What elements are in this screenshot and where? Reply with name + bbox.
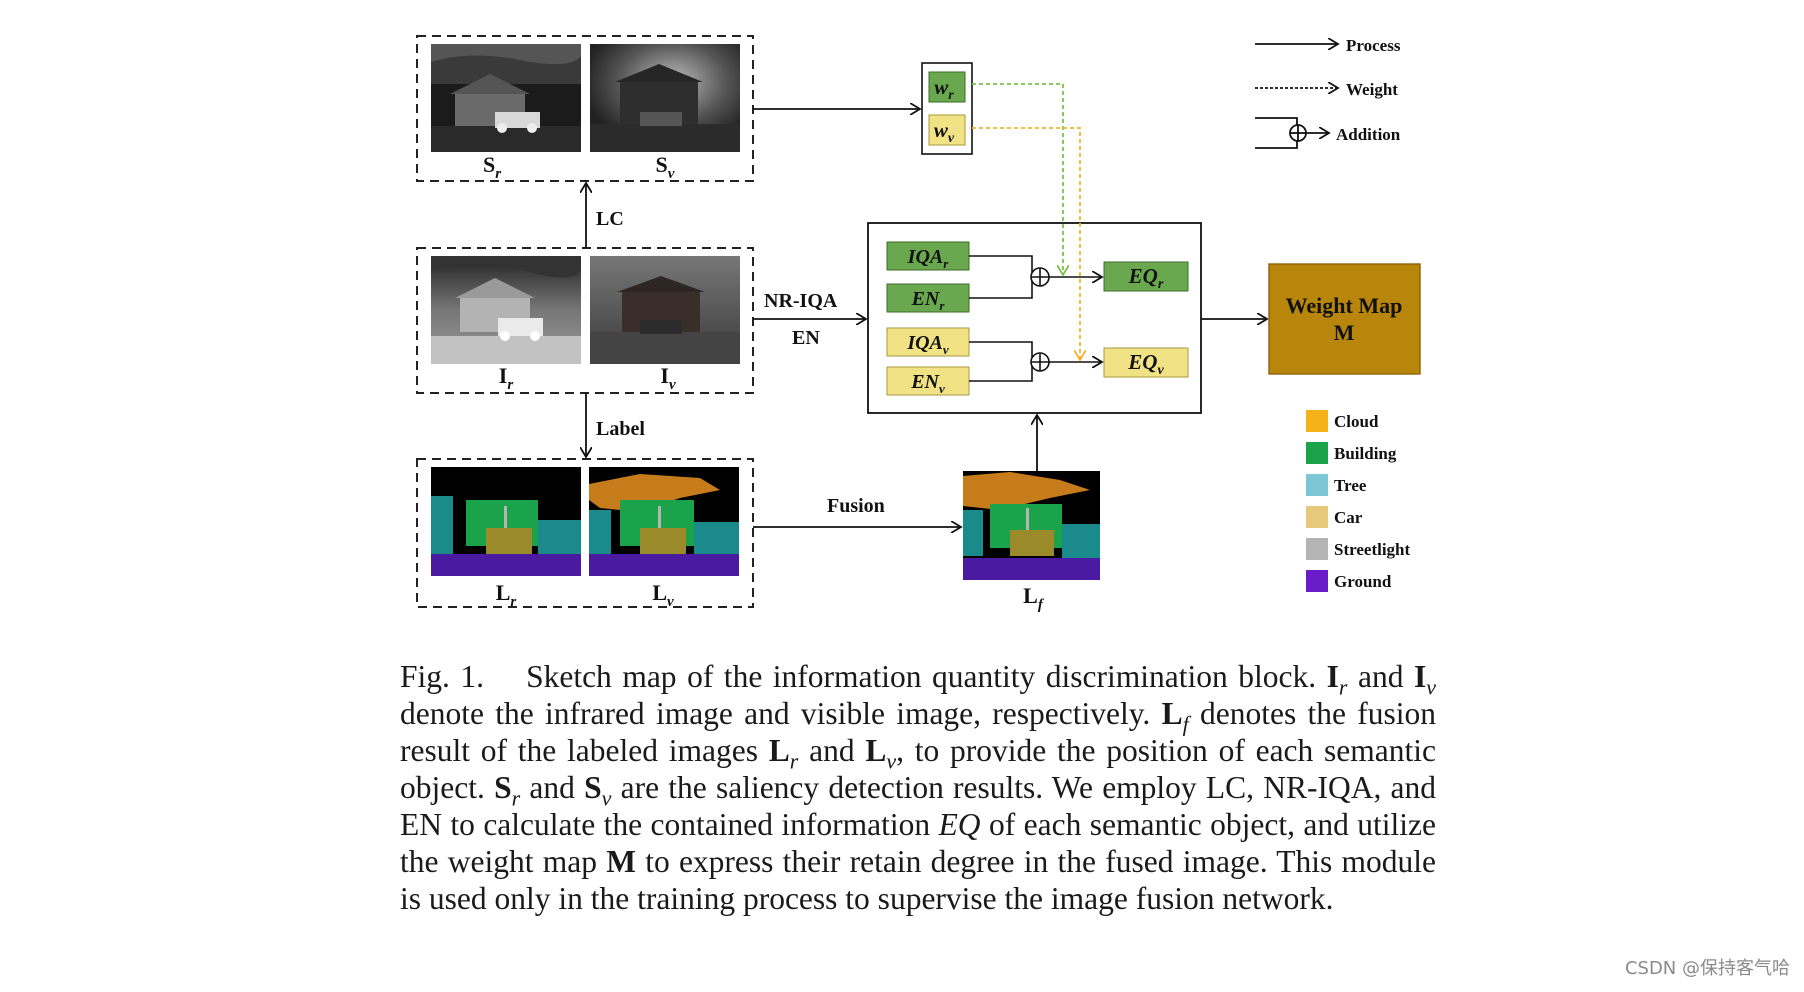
semantic-legend-item-tree: Tree — [1306, 474, 1367, 496]
semantic-legend-label: Building — [1334, 444, 1397, 463]
eq-v-label: EQv — [1127, 350, 1164, 378]
iqa-v-label: IQAv — [906, 332, 949, 357]
weight-v-label: wv — [934, 118, 955, 146]
caption-sv-symbol: Sv — [584, 770, 612, 811]
iqa-v-box — [886, 327, 970, 357]
weight-v-dashed-arrow — [972, 127, 1080, 360]
caption-ir-symbol: Ir — [1326, 659, 1348, 700]
en-r-label: ENr — [911, 288, 946, 313]
caption-lf-symbol: Lf — [1161, 696, 1189, 737]
weight-map-group: Weight Map M — [1268, 263, 1421, 375]
eq-r-label: EQr — [1128, 264, 1164, 292]
caption-sentence-2: denote the infrared image and visible im… — [400, 696, 1151, 731]
flow-arrows — [586, 109, 1267, 527]
visible-input-label: Iv — [660, 363, 676, 393]
eq-v-box — [1103, 347, 1189, 378]
semantic-legend-item-car: Car — [1306, 506, 1363, 528]
semantic-legend-label: Tree — [1334, 476, 1367, 495]
caption-eq-symbol: EQ — [938, 807, 981, 842]
semantic-legend-label: Car — [1334, 508, 1363, 527]
semantic-legend-swatch — [1306, 570, 1328, 592]
en-v-label: ENv — [910, 371, 945, 396]
weight-map-title: Weight Map — [1286, 293, 1403, 318]
weight-legend-label: Weight — [1346, 80, 1398, 99]
addition-node-r — [1030, 267, 1050, 287]
caption-sentence-1: Sketch map of the information quantity d… — [526, 659, 1317, 694]
label-images-group: Lr Lv — [416, 458, 754, 610]
infrared-label-caption: Lr — [496, 580, 517, 610]
visible-input-image — [590, 256, 740, 364]
en-v-box — [886, 366, 970, 396]
weight-r-label: wr — [934, 75, 954, 103]
saliency-visible-label: Sv — [656, 152, 675, 182]
lc-edge-label: LC — [596, 208, 624, 230]
input-dashed-frame — [416, 247, 754, 394]
figure-caption: Fig. 1. Sketch map of the information qu… — [400, 658, 1436, 917]
en-r-box — [886, 283, 970, 313]
semantic-legend-label: Ground — [1334, 572, 1392, 591]
saliency-visible-image — [590, 44, 740, 152]
semantic-legend-swatch — [1306, 506, 1328, 528]
infrared-label-image — [431, 467, 581, 576]
watermark: CSDN @保持客气哈 — [1624, 958, 1790, 979]
saliency-infrared-image — [431, 44, 581, 152]
label-edge-label: Label — [596, 418, 645, 440]
weight-v-box — [928, 114, 966, 146]
weight-r-box — [928, 71, 966, 103]
caption-sr-symbol: Sr — [494, 770, 521, 811]
semantic-legend-item-ground: Ground — [1306, 570, 1392, 592]
caption-sentence-3: denotes the fusion result of the labeled… — [400, 696, 1437, 768]
input-images-group: Ir Iv — [416, 247, 754, 394]
weight-map-box — [1268, 263, 1421, 375]
addition-legend-label: Addition — [1336, 125, 1401, 144]
caption-fig-label: Fig. 1. — [400, 659, 485, 694]
semantic-legend-swatch — [1306, 538, 1328, 560]
caption-sentence-6: of each semantic object, and utilize the… — [400, 807, 1436, 879]
fused-label-group: Lf — [963, 471, 1100, 613]
caption-iv-symbol: Iv — [1413, 659, 1437, 700]
semantic-legend-item-building: Building — [1306, 442, 1397, 464]
visible-label-caption: Lv — [652, 580, 674, 610]
weight-r-dashed-arrow — [972, 83, 1063, 275]
semantic-legend-label: Cloud — [1334, 412, 1379, 431]
caption-lv-symbol: Lv — [865, 733, 897, 774]
weights-group: wr wv — [921, 62, 973, 155]
caption-sentence-7: to express their retain degree in the fu… — [400, 844, 1436, 916]
weight-map-symbol: M — [1334, 320, 1355, 345]
arrow-type-legend: Process Weight Addition — [1255, 36, 1401, 149]
semantic-legend-swatch — [1306, 442, 1328, 464]
fusion-edge-label: Fusion — [827, 495, 885, 517]
eq-r-box — [1103, 261, 1189, 292]
fused-label-caption: Lf — [1023, 583, 1045, 613]
caption-m-symbol: M — [606, 844, 636, 879]
caption-and-1: and — [1357, 659, 1404, 694]
process-legend-label: Process — [1346, 36, 1401, 55]
caption-and-3: and — [529, 770, 575, 805]
caption-and-2: and — [809, 733, 855, 768]
fused-label-image — [963, 471, 1100, 580]
caption-sentence-4: , to provide the position of each semant… — [400, 733, 1437, 805]
semantic-legend-item-cloud: Cloud — [1306, 410, 1379, 432]
caption-sentence-5: are the saliency detection results. We e… — [400, 770, 1437, 842]
semantic-legend-label: Streetlight — [1334, 540, 1411, 559]
saliency-group: Sr Sv — [416, 35, 754, 182]
saliency-infrared-label: Sr — [483, 152, 501, 182]
addition-node-v — [1030, 352, 1050, 372]
semantic-legend-swatch — [1306, 410, 1328, 432]
semantic-legend-item-streetlight: Streetlight — [1306, 538, 1411, 560]
semantic-legend-swatch — [1306, 474, 1328, 496]
nriqa-edge-label: NR-IQA — [764, 290, 838, 312]
infrared-input-label: Ir — [499, 363, 514, 393]
visible-label-image — [589, 467, 739, 576]
caption-lr-symbol: Lr — [768, 733, 799, 774]
iqa-r-label: IQAr — [907, 246, 950, 271]
infrared-input-image — [431, 256, 581, 364]
calculation-block: IQAr ENr IQAv ENv EQr EQv — [867, 222, 1202, 414]
en-edge-label: EN — [792, 327, 820, 349]
addition-legend-symbol — [1255, 117, 1329, 149]
label-dashed-frame — [416, 458, 754, 608]
